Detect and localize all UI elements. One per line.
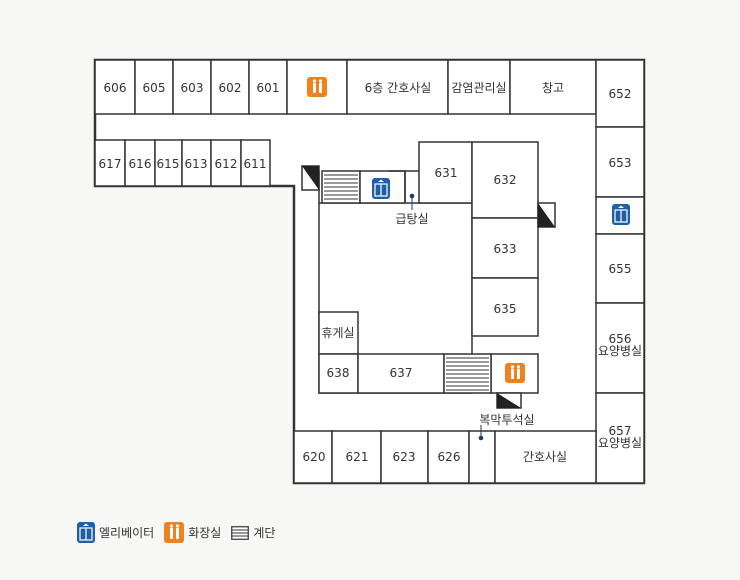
room-655[interactable] bbox=[595, 233, 645, 304]
elevator-icon bbox=[372, 178, 390, 199]
label-602: 602 bbox=[219, 81, 242, 95]
label-655: 655 bbox=[609, 262, 632, 276]
label-652: 652 bbox=[609, 87, 632, 101]
label-606: 606 bbox=[104, 81, 127, 95]
label-657-sub: 요양병실 bbox=[598, 436, 642, 450]
elevator-icon bbox=[612, 204, 630, 225]
pointer-kitchen bbox=[409, 193, 415, 210]
room-613[interactable] bbox=[181, 139, 212, 187]
legend-stairs: 계단 bbox=[231, 524, 275, 541]
label-633: 633 bbox=[494, 242, 517, 256]
legend: 엘리베이터 화장실 계단 bbox=[77, 522, 285, 543]
room-616[interactable] bbox=[124, 139, 156, 187]
room-633[interactable] bbox=[471, 217, 539, 279]
label-635: 635 bbox=[494, 302, 517, 316]
room-nurse-station-6f[interactable] bbox=[346, 59, 449, 115]
room-611[interactable] bbox=[240, 139, 271, 187]
room-620[interactable] bbox=[293, 430, 333, 484]
room-626[interactable] bbox=[427, 430, 470, 484]
label-603: 603 bbox=[181, 81, 204, 95]
label-611: 611 bbox=[244, 157, 267, 171]
exit-markers bbox=[301, 165, 556, 409]
label-631: 631 bbox=[435, 166, 458, 180]
label-621: 621 bbox=[346, 450, 369, 464]
label-peritoneal-dialysis: 복막투석실 bbox=[479, 413, 534, 427]
legend-restroom: 화장실 bbox=[164, 522, 221, 543]
restroom-icon bbox=[164, 522, 185, 543]
room-631[interactable] bbox=[418, 141, 473, 204]
label-657: 657 bbox=[609, 424, 632, 438]
label-656-sub: 요양병실 bbox=[598, 344, 642, 358]
legend-elevator: 엘리베이터 bbox=[77, 522, 154, 543]
label-lounge: 휴게실 bbox=[321, 326, 354, 340]
restroom-icon bbox=[505, 363, 525, 383]
label-613: 613 bbox=[185, 157, 208, 171]
room-656[interactable] bbox=[595, 302, 645, 394]
restroom-icon bbox=[307, 77, 327, 97]
elevator-icon bbox=[77, 522, 95, 543]
room-617[interactable] bbox=[94, 139, 126, 187]
label-storage: 창고 bbox=[542, 81, 564, 95]
label-626: 626 bbox=[438, 450, 461, 464]
legend-stairs-label: 계단 bbox=[253, 526, 276, 540]
room-602[interactable] bbox=[210, 59, 250, 115]
room-615[interactable] bbox=[154, 139, 183, 187]
label-nurse-station: 간호사실 bbox=[523, 450, 567, 464]
label-617: 617 bbox=[99, 157, 122, 171]
label-605: 605 bbox=[143, 81, 166, 95]
label-601: 601 bbox=[257, 81, 280, 95]
stairs-icon bbox=[231, 525, 250, 540]
legend-restroom-label: 화장실 bbox=[188, 526, 222, 540]
label-616: 616 bbox=[129, 157, 152, 171]
label-637: 637 bbox=[390, 366, 413, 380]
room-storage[interactable] bbox=[509, 59, 597, 115]
room-638[interactable] bbox=[318, 353, 359, 394]
room-637[interactable] bbox=[357, 353, 445, 394]
label-653: 653 bbox=[609, 156, 632, 170]
room-606[interactable] bbox=[94, 59, 136, 115]
room-621[interactable] bbox=[331, 430, 382, 484]
legend-elevator-label: 엘리베이터 bbox=[99, 526, 155, 540]
label-638: 638 bbox=[327, 366, 350, 380]
room-652[interactable] bbox=[595, 59, 645, 128]
label-623: 623 bbox=[393, 450, 416, 464]
label-632: 632 bbox=[494, 173, 517, 187]
room-657[interactable] bbox=[595, 392, 645, 484]
room-632[interactable] bbox=[471, 141, 539, 219]
room-623[interactable] bbox=[380, 430, 429, 484]
label-kitchen: 급탕실 bbox=[395, 212, 428, 226]
label-615: 615 bbox=[157, 157, 180, 171]
pointer-dialysis bbox=[478, 425, 484, 441]
label-infection-control: 감염관리실 bbox=[451, 81, 506, 95]
label-620: 620 bbox=[303, 450, 326, 464]
label-nurse-station-6f: 6층 간호사실 bbox=[365, 81, 432, 95]
label-656: 656 bbox=[609, 332, 632, 346]
room-635[interactable] bbox=[471, 277, 539, 337]
room-nurse-station[interactable] bbox=[494, 430, 597, 484]
label-612: 612 bbox=[215, 157, 238, 171]
room-653[interactable] bbox=[595, 126, 645, 198]
room-603[interactable] bbox=[172, 59, 212, 115]
stair-treads bbox=[324, 174, 489, 391]
room-infection-control[interactable] bbox=[447, 59, 511, 115]
